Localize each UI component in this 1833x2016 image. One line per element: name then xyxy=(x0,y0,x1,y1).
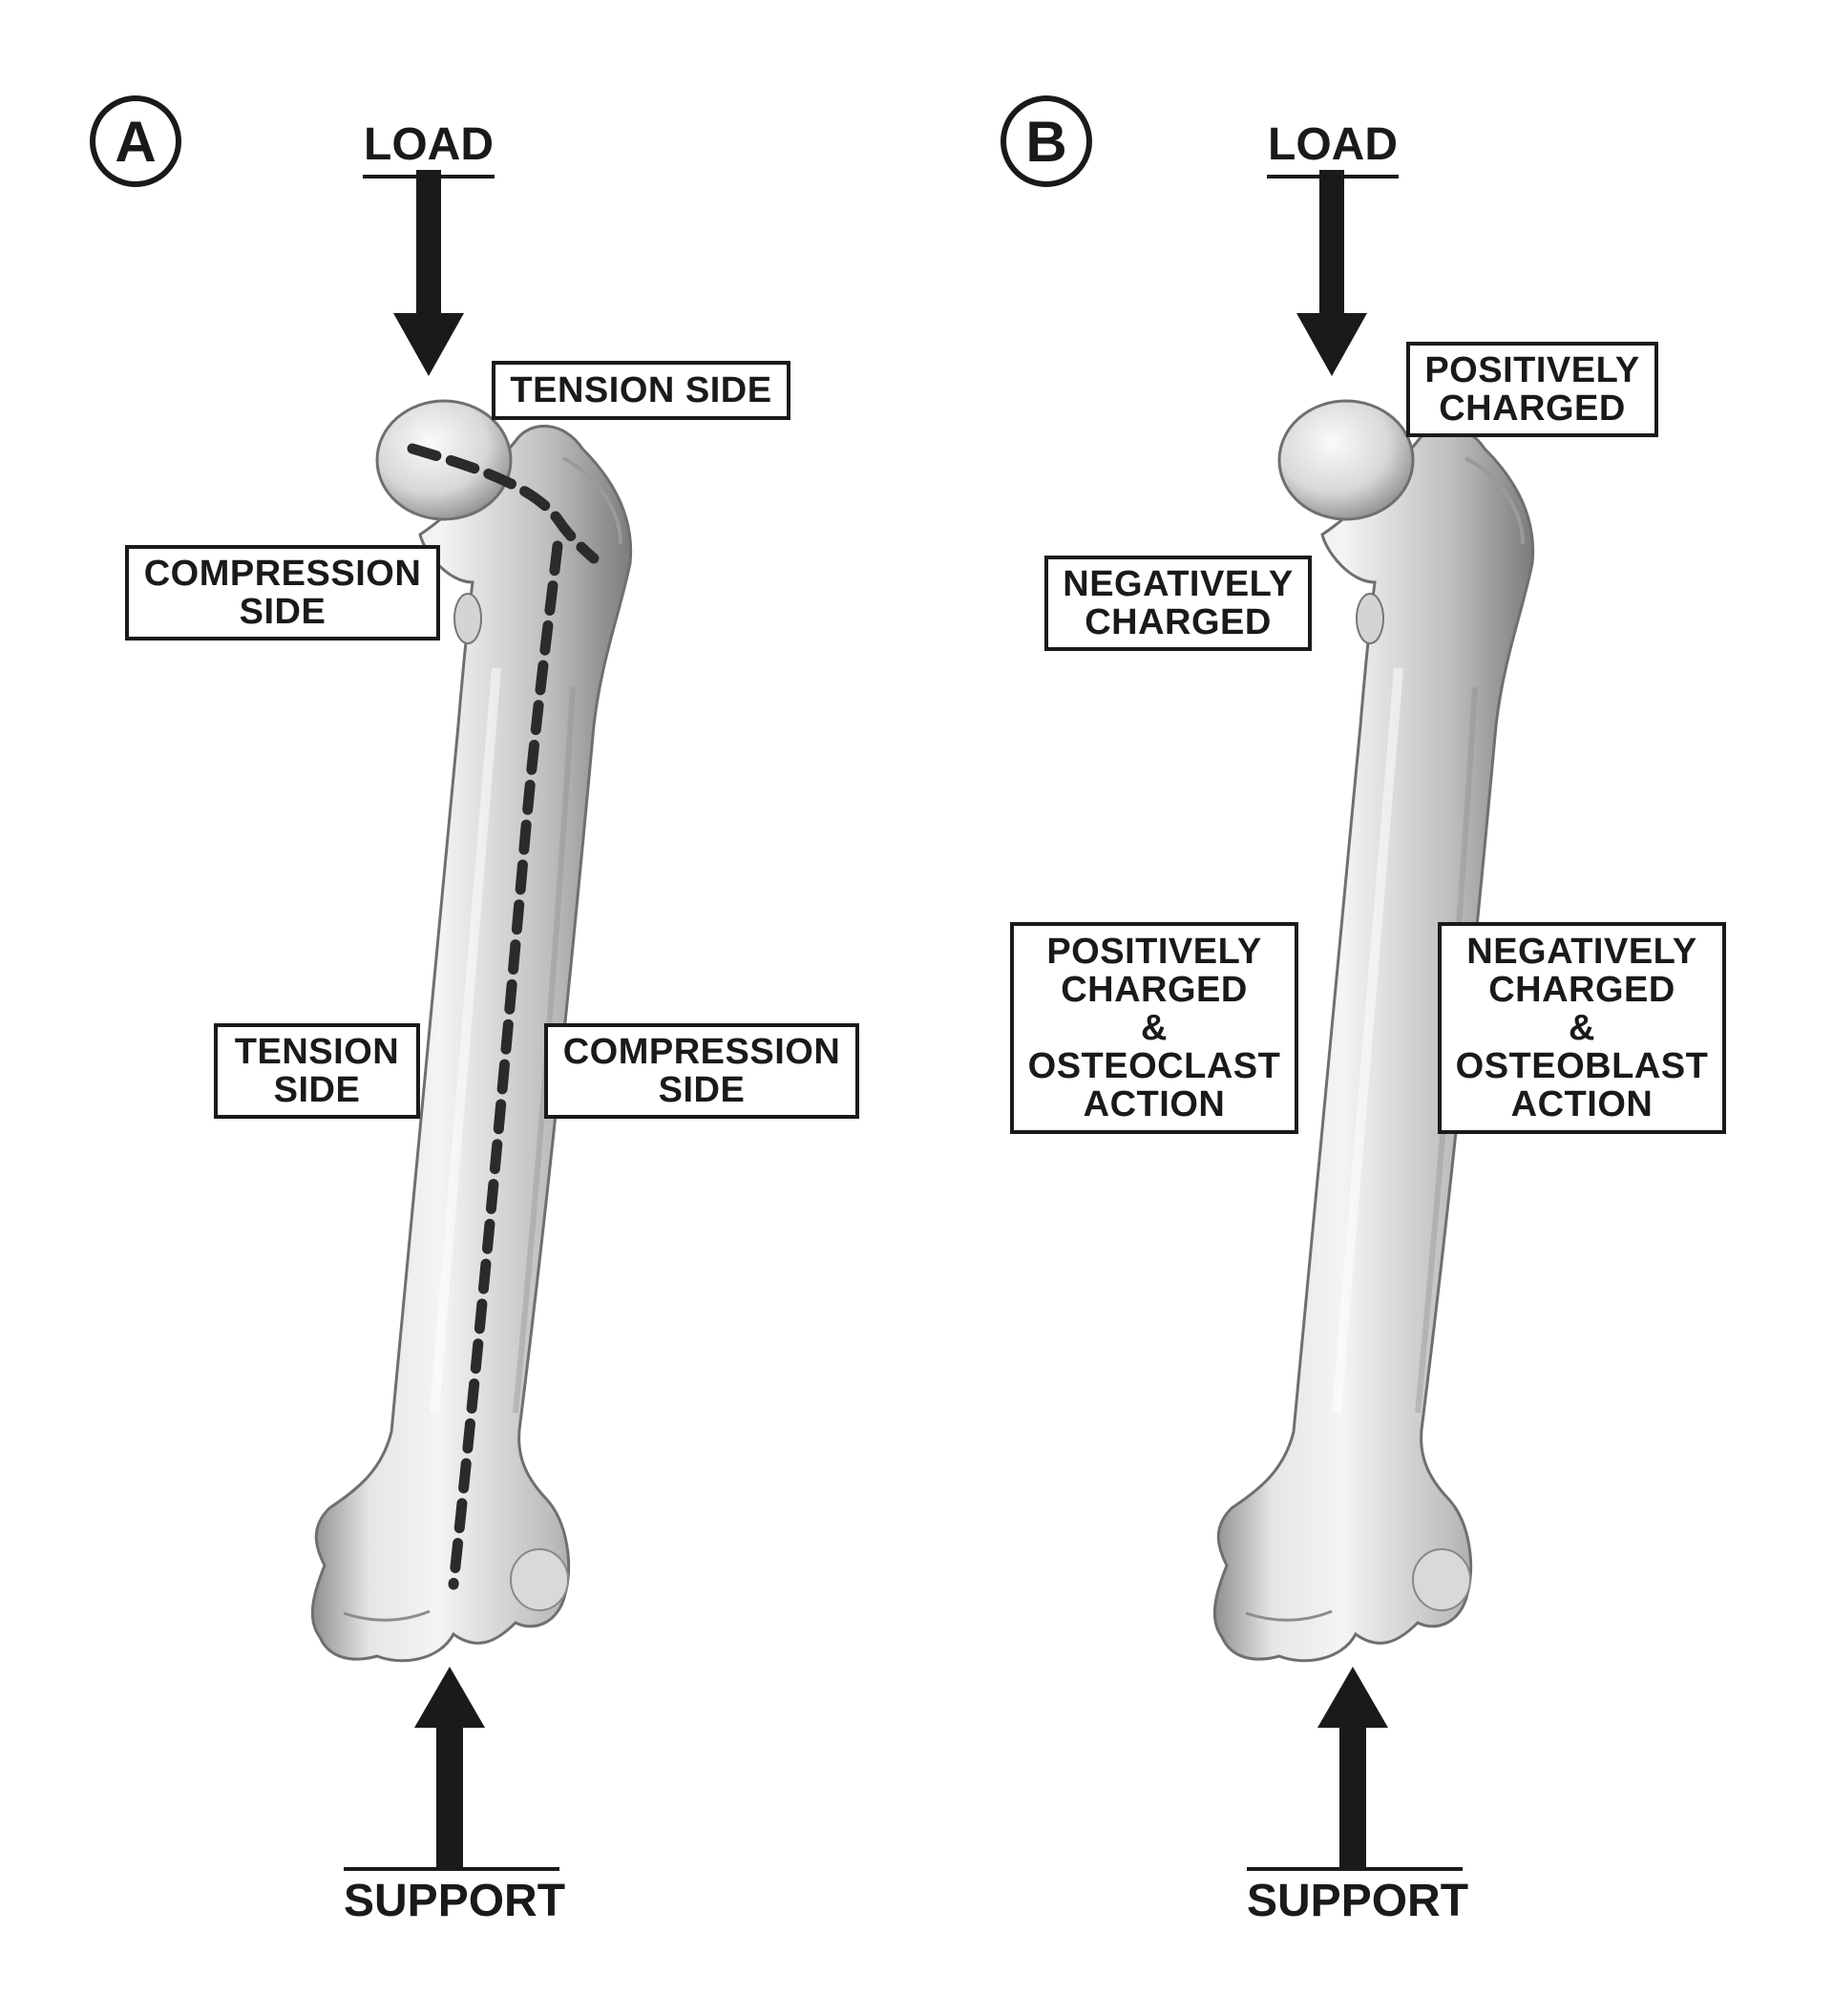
compression-side-shaft-label: COMPRESSION SIDE xyxy=(544,1023,859,1119)
stress-line xyxy=(407,443,600,1590)
tension-side-top-label: TENSION SIDE xyxy=(492,361,790,420)
panel-b-badge: B xyxy=(1001,95,1092,187)
support-arrow-a xyxy=(414,1667,485,1867)
panel-a-badge: A xyxy=(90,95,181,187)
load-label-b: LOAD xyxy=(1267,118,1399,178)
negatively-charged-top-label: NEGATIVELY CHARGED xyxy=(1044,556,1312,651)
negative-osteoblast-label: NEGATIVELY CHARGED & OSTEOBLAST ACTION xyxy=(1438,922,1726,1134)
positively-charged-top-label: POSITIVELY CHARGED xyxy=(1406,342,1658,437)
support-arrow-b xyxy=(1317,1667,1388,1867)
load-label-a: LOAD xyxy=(363,118,495,178)
load-arrow-b xyxy=(1296,170,1367,376)
support-label-a: SUPPORT xyxy=(344,1867,565,1927)
positive-osteoclast-label: POSITIVELY CHARGED & OSTEOCLAST ACTION xyxy=(1010,922,1298,1134)
tension-side-shaft-label: TENSION SIDE xyxy=(214,1023,420,1119)
load-arrow-a xyxy=(393,170,464,376)
support-label-b: SUPPORT xyxy=(1247,1867,1468,1927)
compression-side-top-label: COMPRESSION SIDE xyxy=(125,545,440,640)
